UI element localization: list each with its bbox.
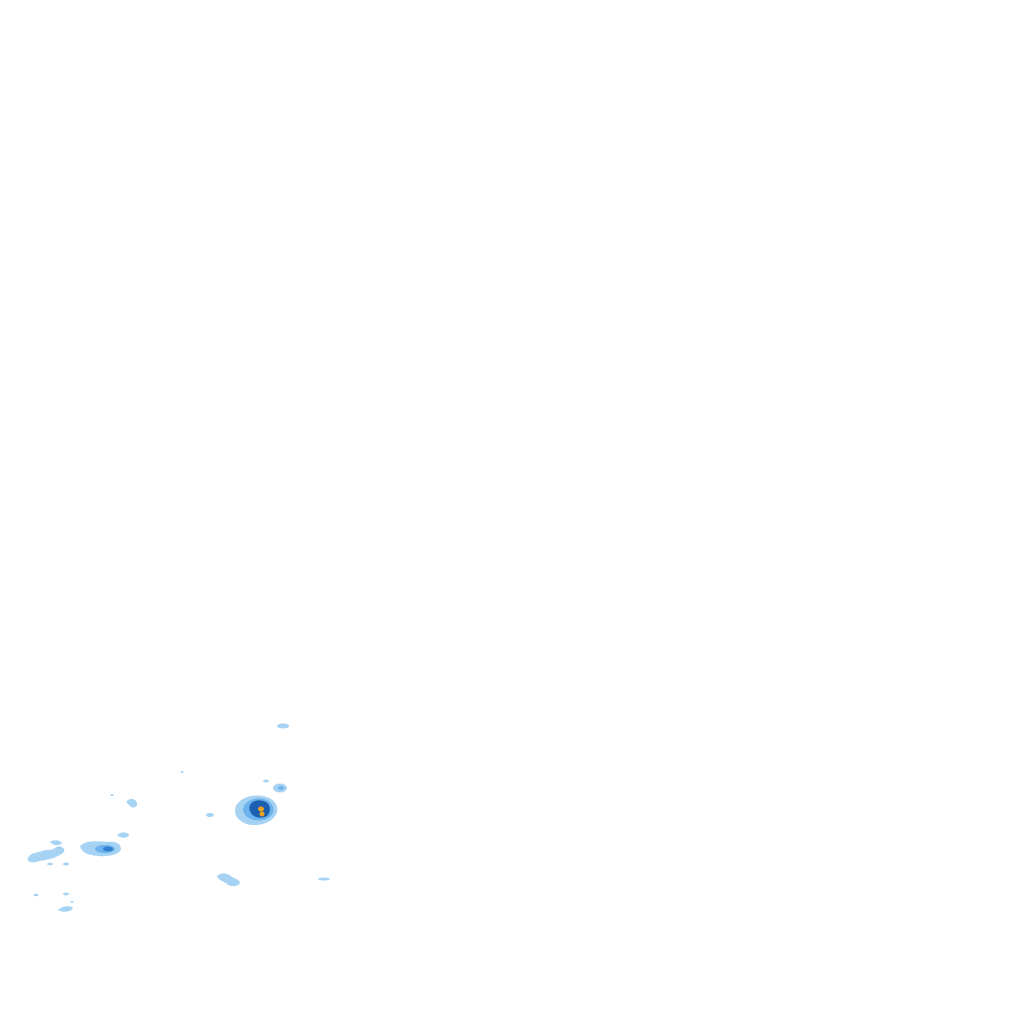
echo-cell-130 xyxy=(126,798,138,808)
echo-speck-2 xyxy=(180,771,184,773)
echo-scattered xyxy=(27,840,74,912)
echo-north xyxy=(277,723,289,729)
echo-speck-1 xyxy=(263,779,269,783)
echo-south-cell xyxy=(217,873,240,887)
storm-cell-main-hail-core-2 xyxy=(259,811,265,817)
echo-south-east xyxy=(318,877,330,881)
echo-cell-210 xyxy=(206,813,214,817)
storm-cell-west xyxy=(80,832,129,857)
storm-cell-main-hail-core xyxy=(258,806,264,812)
storm-cell-main xyxy=(235,795,278,826)
echo-speck-3 xyxy=(110,794,114,796)
echo-ne-cell xyxy=(273,783,287,793)
